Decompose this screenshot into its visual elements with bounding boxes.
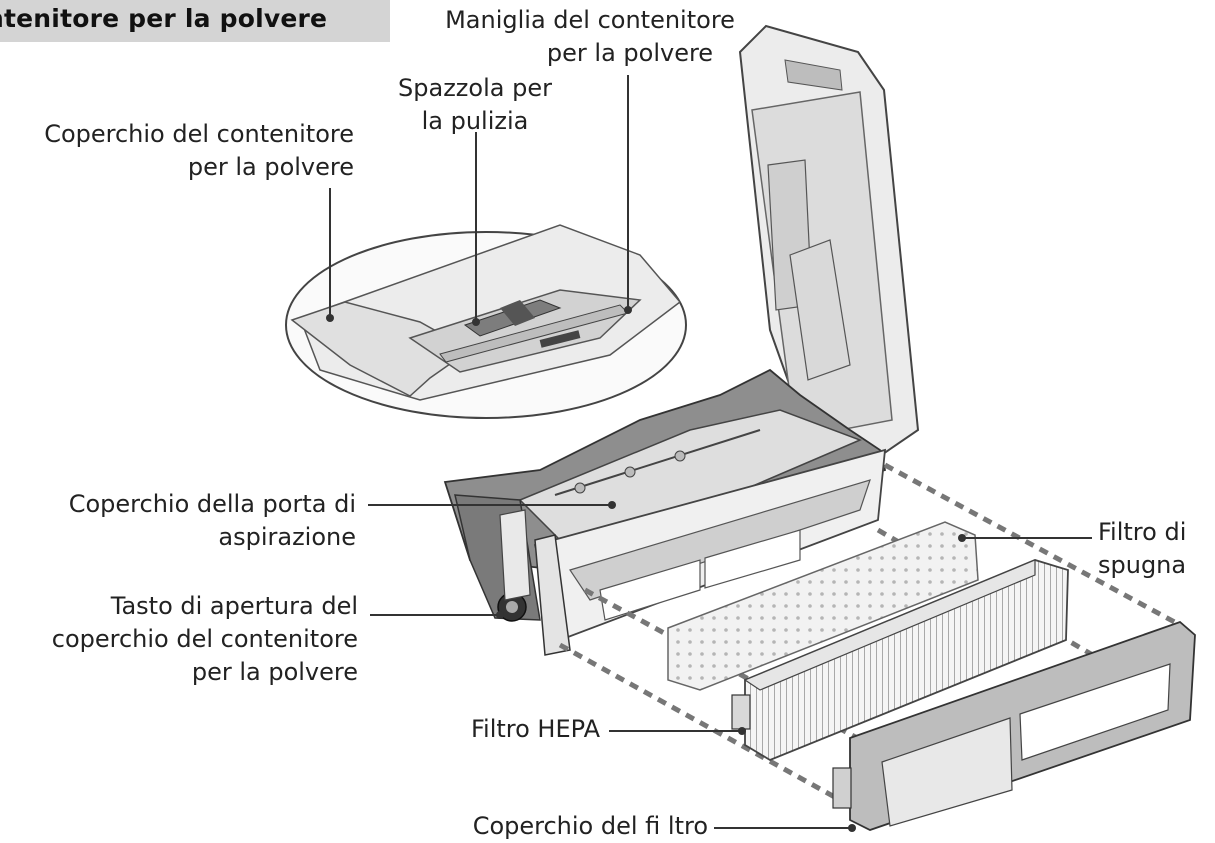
label-cleaning-brush: Spazzola per la pulizia bbox=[398, 74, 552, 135]
label-container-cover: Coperchio del contenitore per la polvere bbox=[44, 120, 354, 181]
label-filter-cover: Coperchio del fi ltro bbox=[472, 812, 708, 840]
label-suction-port-cover: Coperchio della porta di aspirazione bbox=[68, 490, 356, 551]
section-header: ntenitore per la polvere bbox=[0, 0, 390, 42]
leader-lines bbox=[329, 75, 1092, 829]
leader-dots bbox=[326, 306, 966, 832]
sponge-filter bbox=[667, 521, 979, 691]
magnified-inset bbox=[285, 224, 687, 419]
hepa-filter bbox=[731, 559, 1069, 762]
label-hepa-filter: Filtro HEPA bbox=[470, 715, 600, 743]
label-sponge-filter: Filtro di spugna bbox=[1098, 518, 1187, 579]
dust-container-lid bbox=[738, 24, 920, 458]
label-open-button: Tasto di apertura del coperchio del cont… bbox=[51, 592, 358, 686]
dust-container-body bbox=[443, 368, 887, 656]
section-title: ntenitore per la polvere bbox=[0, 4, 328, 33]
label-container-handle: Maniglia del contenitore per la polvere bbox=[445, 6, 735, 67]
filter-cover bbox=[832, 620, 1196, 831]
